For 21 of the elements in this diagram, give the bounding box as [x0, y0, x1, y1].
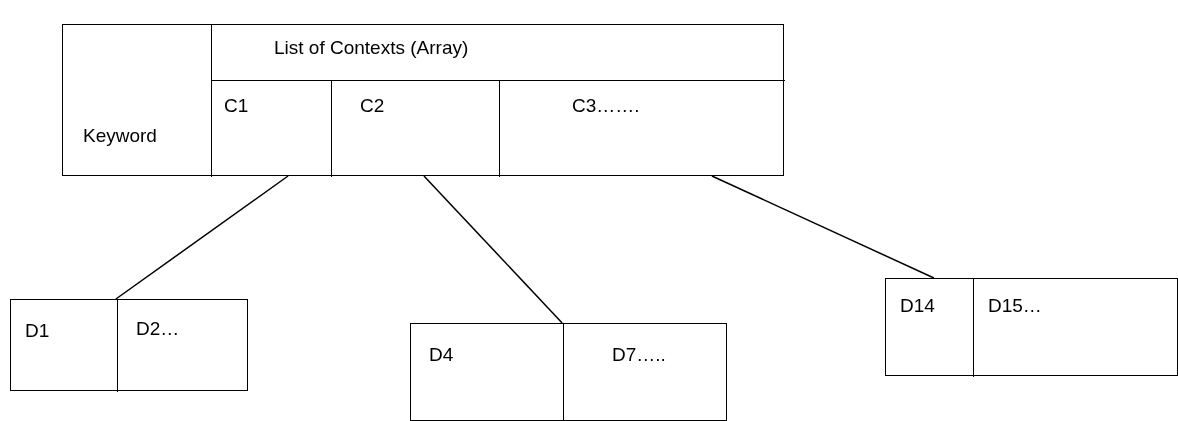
connector-line [423, 175, 563, 324]
cell-label: Keyword [83, 125, 157, 147]
context-cell [499, 80, 785, 177]
connector-line [711, 175, 935, 279]
connector-line [115, 175, 289, 300]
cell-label: C3……. [572, 95, 640, 117]
document-list-box [885, 278, 1178, 376]
table-box [62, 24, 784, 176]
document-list-box [10, 299, 248, 391]
cell-label: D2… [136, 318, 180, 340]
cell-label: C2 [360, 95, 385, 117]
cell-label: List of Contexts (Array) [274, 37, 469, 59]
cell-label: D7….. [612, 344, 666, 366]
context-cell [331, 80, 500, 177]
cell-label: D15… [988, 295, 1042, 317]
cell-label: C1 [224, 95, 249, 117]
cell-label: D1 [25, 320, 50, 342]
cell-label: D14 [900, 295, 935, 317]
document-list-box [410, 323, 727, 421]
context-cell [211, 80, 332, 177]
cell-label: D4 [429, 344, 454, 366]
